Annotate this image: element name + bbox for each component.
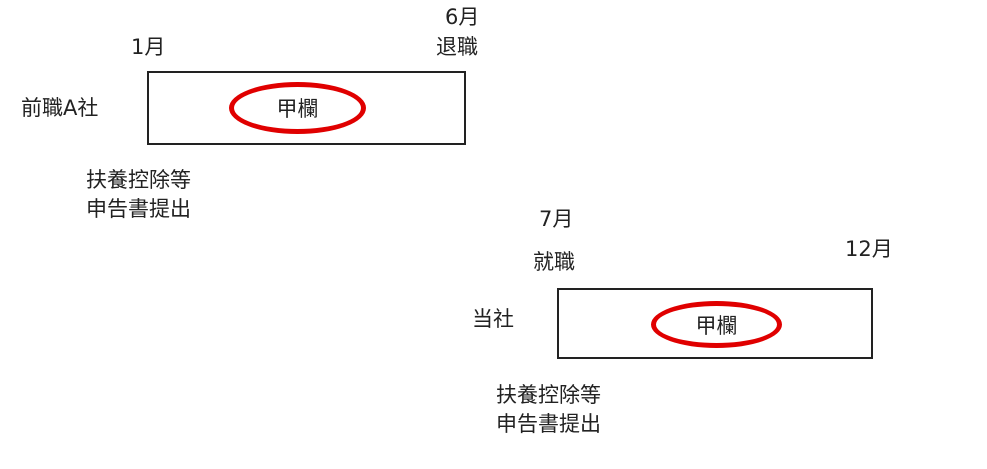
cur-column-label: 甲欄 (695, 313, 738, 338)
prev-form-line2: 申告書提出 (86, 197, 191, 221)
cur-start-month: 7月 (539, 207, 574, 231)
prev-column-label: 甲欄 (276, 97, 319, 121)
cur-column-highlight: 甲欄 (651, 301, 782, 348)
prev-form-line1: 扶養控除等 (86, 168, 191, 192)
cur-form-note: 扶養控除等 申告書提出 (496, 381, 601, 439)
cur-company-label: 当社 (472, 307, 514, 331)
prev-column-highlight: 甲欄 (229, 82, 366, 134)
prev-start-month: 1月 (131, 35, 166, 59)
cur-form-line2: 申告書提出 (496, 412, 601, 436)
cur-start-event: 就職 (533, 250, 575, 274)
prev-form-note: 扶養控除等 申告書提出 (86, 166, 191, 224)
prev-end-event: 退職 (436, 35, 478, 59)
cur-form-line1: 扶養控除等 (496, 383, 601, 407)
prev-company-label: 前職A社 (21, 96, 99, 120)
prev-end-month: 6月 (445, 5, 480, 29)
cur-end-month: 12月 (845, 237, 893, 261)
